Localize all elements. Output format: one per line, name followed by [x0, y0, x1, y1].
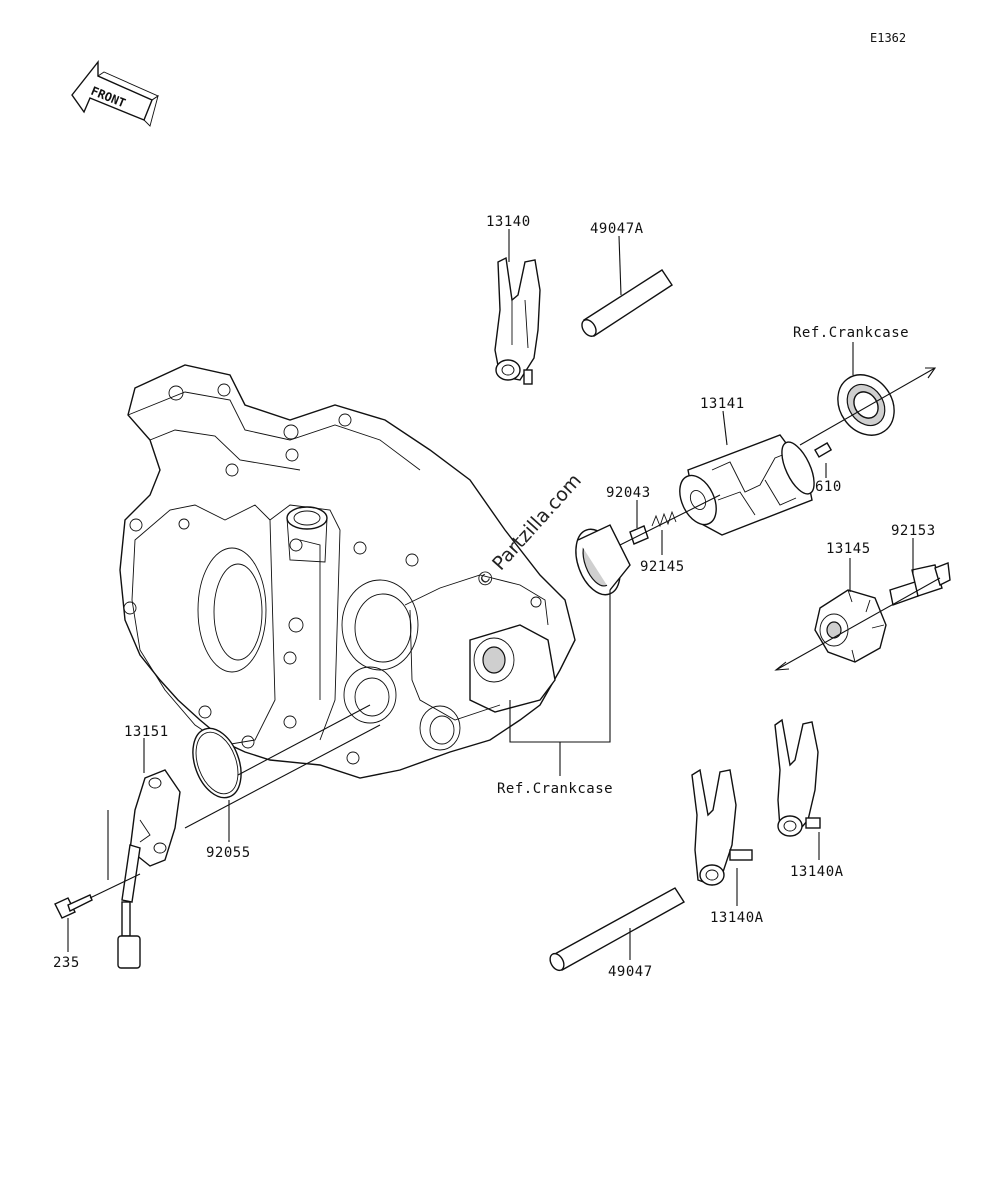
- axis-arrow-lower: [774, 661, 790, 671]
- label-13151: 13151: [124, 724, 169, 740]
- label-13140A-left: 13140A: [710, 910, 764, 926]
- axis-line-upper: [799, 367, 936, 446]
- bolt-92153: [889, 562, 951, 606]
- label-13140: 13140: [486, 214, 531, 230]
- label-ref-crankcase-top: Ref.Crankcase: [793, 325, 909, 341]
- shift-rod-49047A: [581, 269, 673, 337]
- front-arrow: FRONT: [71, 59, 159, 127]
- leader-49047A: [618, 235, 622, 296]
- bushing: [575, 524, 631, 596]
- gear-position-sensor-13151: [117, 769, 181, 969]
- axis-line-screw: [89, 873, 141, 899]
- label-49047: 49047: [608, 964, 653, 980]
- axis-line-sensor: [184, 724, 381, 829]
- diagram-code: E1362: [870, 31, 906, 45]
- label-92043: 92043: [606, 485, 651, 501]
- label-610: 610: [815, 479, 842, 495]
- leader-13141: [722, 410, 728, 446]
- bearing: [837, 374, 895, 436]
- crankcase: [119, 364, 576, 779]
- shift-cam-13145: [814, 589, 887, 663]
- axis-line-oring: [237, 704, 371, 776]
- shift-rod-49047: [549, 887, 685, 972]
- o-ring-92055: [192, 727, 242, 799]
- label-92153: 92153: [891, 523, 936, 539]
- shift-fork-13140A-left: [691, 768, 753, 886]
- screw-235: [54, 894, 93, 919]
- label-92145: 92145: [640, 559, 685, 575]
- shift-drum-13141: [679, 434, 833, 536]
- axis-line-lower: [775, 577, 941, 671]
- spring-92145: [651, 510, 677, 528]
- shift-fork-13140A-right: [774, 718, 821, 837]
- axis-arrow-upper: [925, 367, 937, 379]
- label-49047A: 49047A: [590, 221, 644, 237]
- label-235: 235: [53, 955, 80, 971]
- label-ref-crankcase-bottom: Ref.Crankcase: [497, 781, 613, 797]
- label-13140A-right: 13140A: [790, 864, 844, 880]
- label-13145: 13145: [826, 541, 871, 557]
- shift-fork-13140: [494, 256, 541, 385]
- label-13141: 13141: [700, 396, 745, 412]
- axis-line-pin: [619, 494, 721, 546]
- label-92055: 92055: [206, 845, 251, 861]
